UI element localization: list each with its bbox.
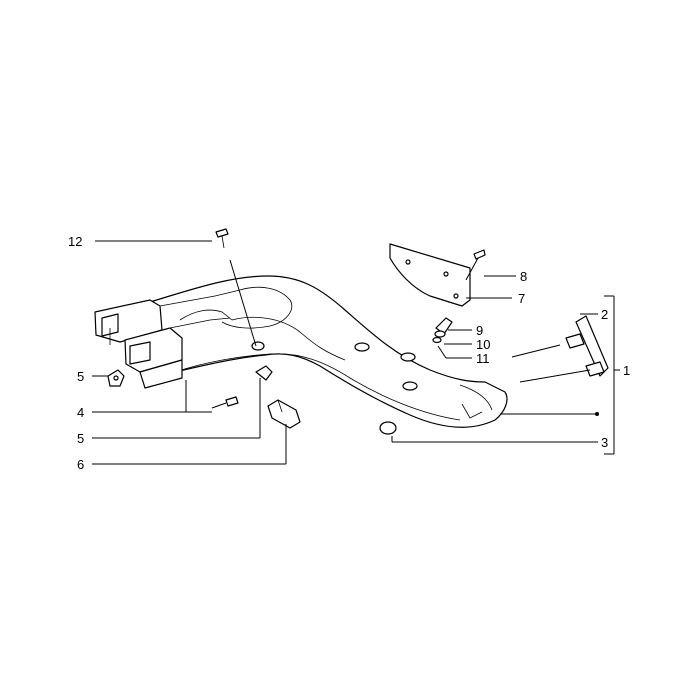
callout-3: 3: [601, 435, 608, 450]
callout-9: 9: [476, 323, 483, 338]
callout-8: 8: [520, 269, 527, 284]
cap-3: [379, 421, 397, 435]
license-plate-holder: [389, 243, 471, 307]
callout-1: 1: [623, 363, 630, 378]
callout-2: 2: [601, 307, 608, 322]
mounting-bracket-front: [94, 289, 241, 389]
callout-4: 4: [77, 405, 84, 420]
callout-5-upper: 5: [77, 369, 84, 384]
clip-5-left: [107, 369, 125, 387]
callout-labels: 12 5 4 5 6 8 7 9 10 11 2 1 3: [68, 234, 630, 472]
callout-10: 10: [476, 337, 490, 352]
callout-11: 11: [476, 351, 490, 366]
rear-mudguard: [149, 275, 508, 428]
callout-5-lower: 5: [77, 431, 84, 446]
callout-6: 6: [77, 457, 84, 472]
screw-8: [465, 249, 486, 281]
leader-lines: [92, 240, 620, 465]
callout-12: 12: [68, 234, 82, 249]
screw-12: [215, 228, 229, 249]
clip-5-center: [255, 365, 273, 381]
bolt-stack: [432, 317, 453, 344]
rear-bracket: [565, 315, 609, 377]
screw-4: [211, 396, 239, 409]
callout-7: 7: [518, 291, 525, 306]
spacer-6: [267, 399, 301, 429]
dot-marker: [595, 412, 599, 416]
